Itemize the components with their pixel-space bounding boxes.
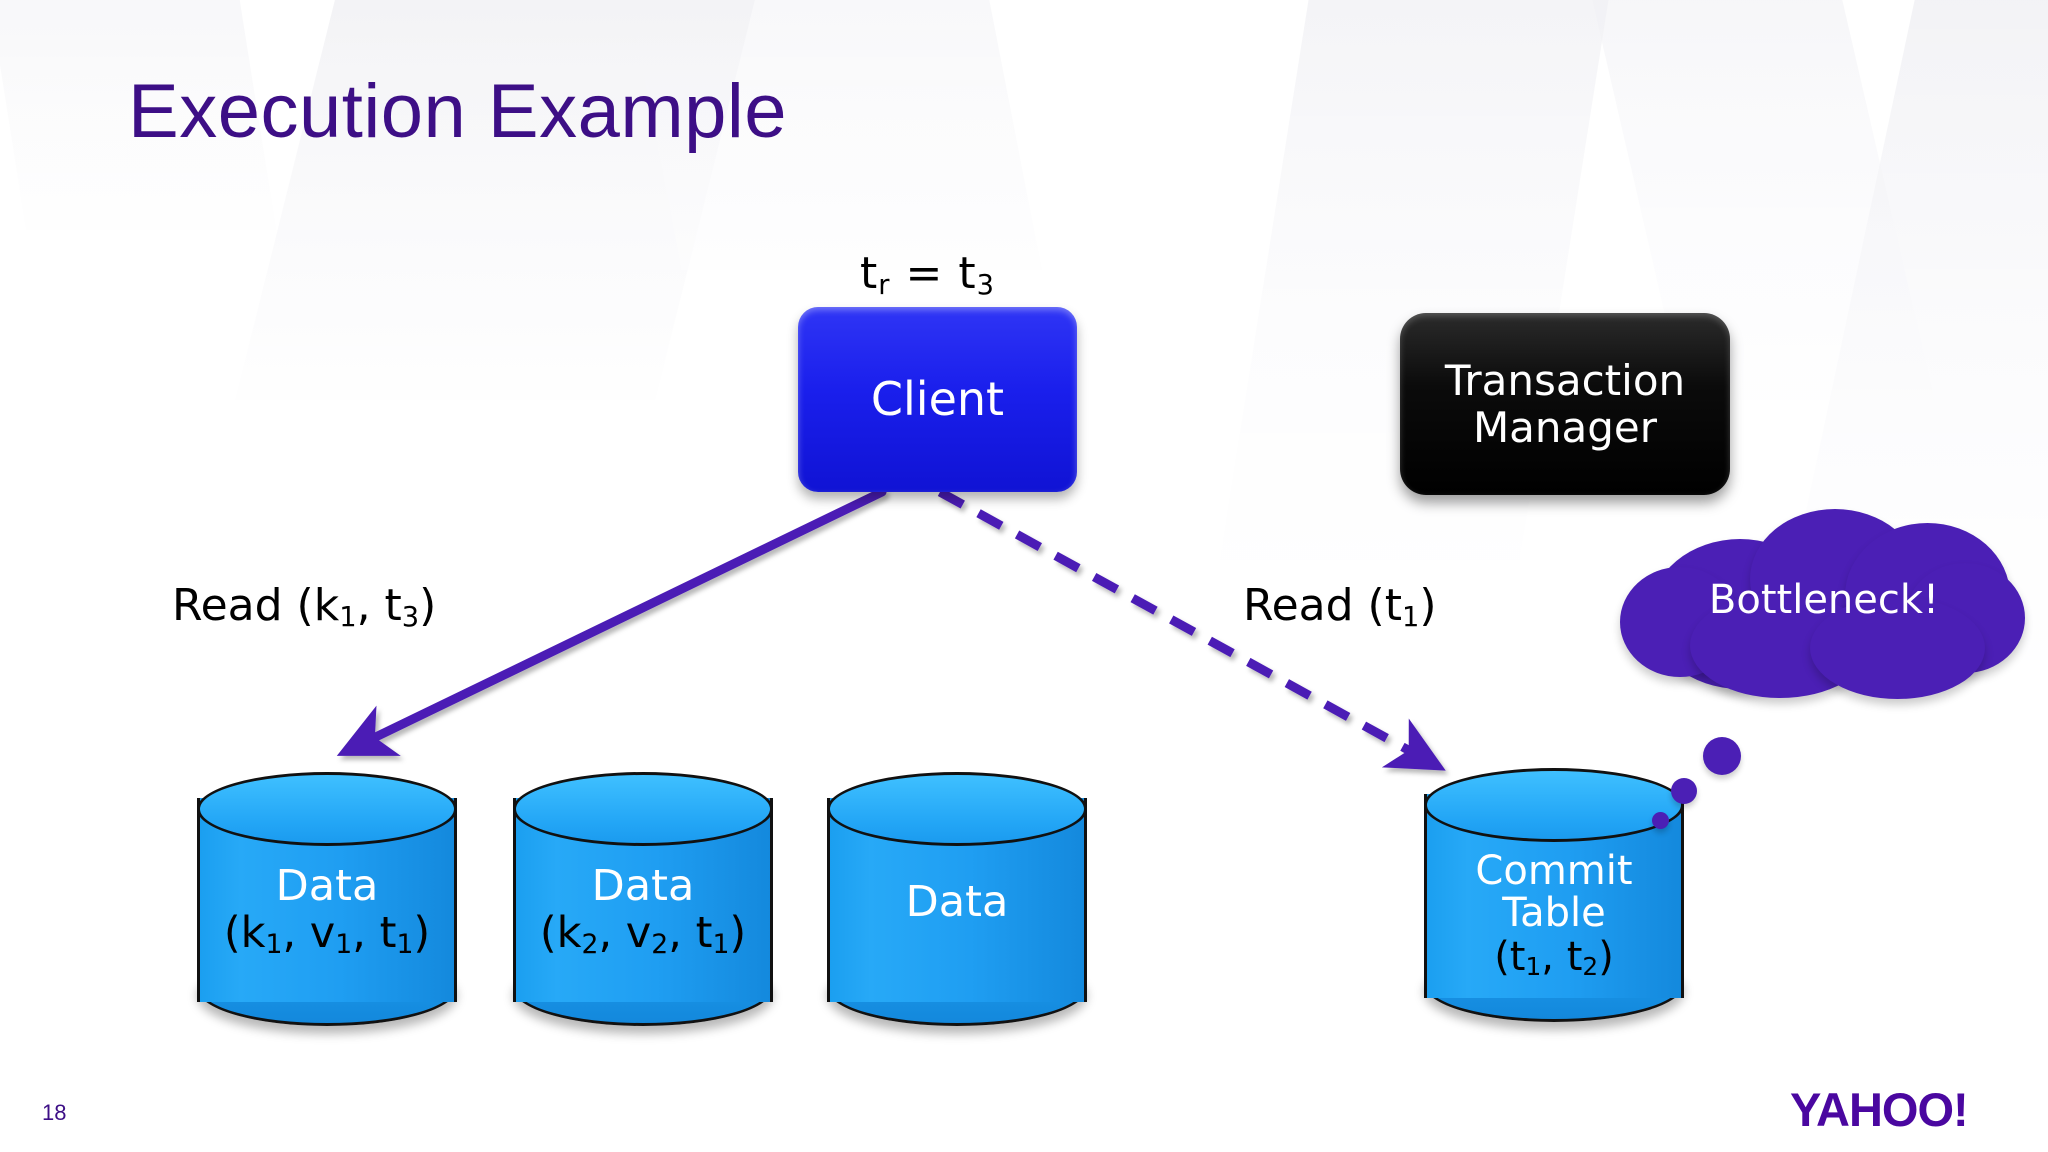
- data-store-3-text: Data: [827, 877, 1087, 927]
- read-ts-sub1: 1: [1401, 602, 1420, 633]
- read-timestamp-edge-label: Read (t1): [1243, 580, 1437, 633]
- read-ts-suffix: ): [1419, 580, 1437, 631]
- cylinder-top: [197, 772, 457, 846]
- data-store-2-text: Data (k2, v2, t1): [513, 861, 773, 960]
- data-store-1[interactable]: Data (k1, v1, t1): [197, 772, 457, 1028]
- bottleneck-label: Bottleneck!: [1708, 577, 1940, 623]
- tr-base: t: [860, 248, 879, 299]
- t3-base: t: [958, 248, 977, 299]
- data-store-1-tuple: (k1, v1, t1): [223, 908, 431, 960]
- commit-table-text: Commit Table (t1, t2): [1424, 848, 1684, 982]
- thought-dot-small: [1652, 812, 1669, 829]
- page-title: Execution Example: [128, 69, 788, 154]
- read-key-mid: , t: [356, 580, 402, 631]
- read-timestamp-label: tr = t3: [860, 248, 995, 301]
- read-key-arrow: [336, 487, 887, 756]
- data-store-1-text: Data (k1, v1, t1): [197, 861, 457, 960]
- cylinder-top: [827, 772, 1087, 846]
- read-key-label: Read (k1, t3): [172, 580, 437, 633]
- tm-line-1: Transaction: [1444, 355, 1686, 405]
- t3-subscript: 3: [976, 270, 995, 301]
- yahoo-logo: YAHOO!: [1790, 1083, 1969, 1136]
- read-key-sub1: 1: [339, 602, 357, 633]
- read-key-sub2: 3: [401, 602, 420, 633]
- tr-equals: =: [890, 248, 959, 299]
- commit-table-line-2: Table: [1502, 890, 1606, 936]
- data-store-2-tuple: (k2, v2, t1): [539, 908, 747, 960]
- data-store-3-title: Data: [905, 877, 1009, 927]
- read-ts-prefix: Read (t: [1243, 580, 1402, 631]
- cylinder-top: [1424, 768, 1684, 842]
- thought-dot-large: [1703, 737, 1741, 775]
- data-store-2[interactable]: Data (k2, v2, t1): [513, 772, 773, 1028]
- read-key-suffix: ): [419, 580, 437, 631]
- commit-table-tuple: (t1, t2): [1494, 934, 1614, 982]
- thought-dot-medium: [1671, 778, 1697, 804]
- transaction-manager-node[interactable]: Transaction Manager: [1400, 313, 1730, 495]
- commit-table-line-1: Commit: [1475, 848, 1633, 894]
- read-key-prefix: Read (k: [172, 580, 340, 631]
- read-timestamp-arrow: [937, 488, 1446, 771]
- tm-line-2: Manager: [1472, 403, 1658, 452]
- data-store-2-title: Data: [591, 861, 695, 911]
- data-store-3[interactable]: Data: [827, 772, 1087, 1028]
- client-label: Client: [870, 371, 1005, 426]
- client-node[interactable]: Client: [798, 307, 1077, 492]
- tr-subscript: r: [878, 270, 891, 301]
- bottleneck-callout[interactable]: Bottleneck!: [1620, 505, 2028, 700]
- commit-table-store[interactable]: Commit Table (t1, t2): [1424, 768, 1684, 1024]
- data-store-1-title: Data: [275, 861, 379, 911]
- page-number: 18: [42, 1100, 67, 1125]
- cylinder-top: [513, 772, 773, 846]
- transaction-manager-label: Transaction Manager: [1445, 357, 1685, 451]
